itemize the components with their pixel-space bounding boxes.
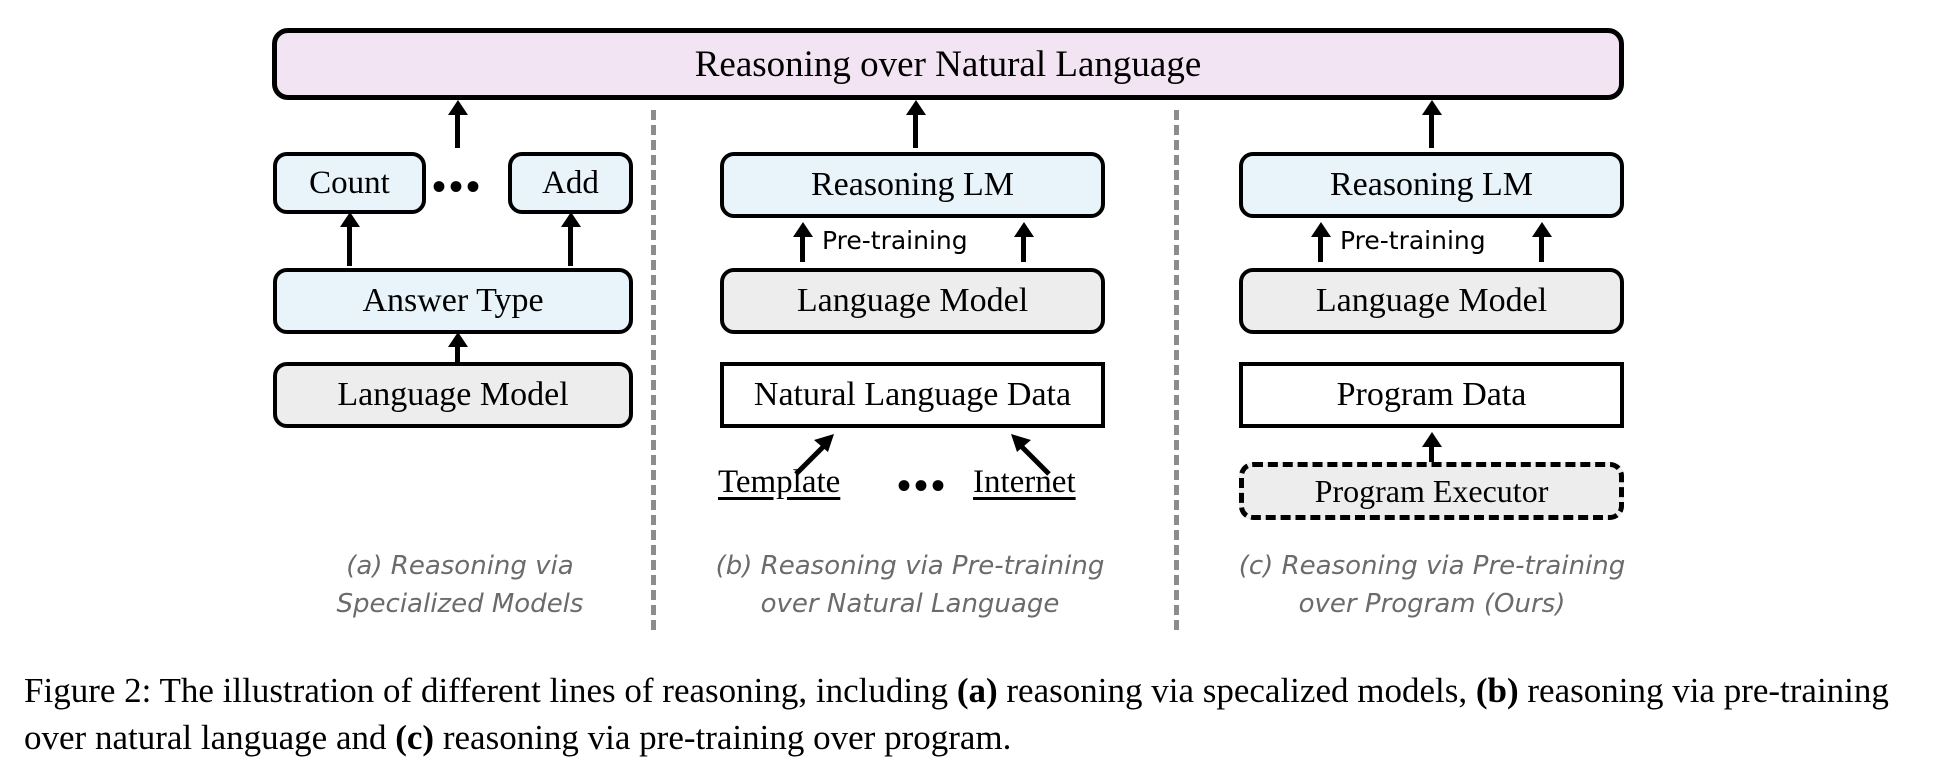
- column-caption-b-line2: over Natural Language: [760, 588, 1060, 619]
- figure-caption-part2: reasoning via specalized models,: [997, 671, 1476, 710]
- arrow-pretraining-right-c-head: [1532, 222, 1552, 237]
- figure-caption-marker-c: (c): [395, 717, 435, 757]
- arrow-answertype-to-add-head: [561, 212, 581, 227]
- arrow-answertype-to-count-shaft: [347, 222, 352, 266]
- source-label-internet: Internet: [973, 464, 1076, 500]
- arrow-pretraining-left-b-shaft: [800, 232, 805, 262]
- arrow-executor-to-data-shaft: [1429, 442, 1434, 472]
- source-label-template: Template: [718, 464, 841, 500]
- box-language-model-a: Language Model: [273, 362, 633, 428]
- banner-reasoning-over-natural-language: Reasoning over Natural Language: [272, 28, 1624, 100]
- figure-caption-prefix: Figure 2:: [24, 671, 152, 710]
- arrow-answertype-to-add-shaft: [568, 222, 573, 266]
- box-add: Add: [508, 152, 633, 214]
- box-reasoning-lm-c: Reasoning LM: [1239, 152, 1624, 218]
- figure-caption-marker-a: (a): [956, 671, 998, 710]
- figure-caption-part4: reasoning via pre-training over program.: [434, 717, 1012, 757]
- column-caption-a: (a) Reasoning via Specialized Models: [300, 548, 620, 623]
- ellipsis-b: •••: [897, 463, 949, 508]
- arrow-b-to-banner-shaft: [913, 110, 918, 148]
- figure-caption-part3: reasoning via pre-training over natural …: [24, 671, 1889, 757]
- arrow-b-to-banner-head: [906, 100, 926, 115]
- arrow-answertype-to-count-head: [340, 212, 360, 227]
- arrow-template-to-data: [790, 432, 840, 483]
- column-caption-a-line2: Specialized Models: [336, 588, 584, 619]
- column-caption-a-line1: (a) Reasoning via: [346, 551, 574, 581]
- box-language-model-b: Language Model: [720, 268, 1105, 334]
- arrow-c-to-banner-head: [1422, 100, 1442, 115]
- box-language-model-c: Language Model: [1239, 268, 1624, 334]
- figure-caption-part1: The illustration of different lines of r…: [151, 671, 957, 710]
- box-program-data: Program Data: [1239, 362, 1624, 428]
- arrow-pretraining-left-c-shaft: [1318, 232, 1323, 262]
- figure-caption-marker-b: (b): [1475, 671, 1519, 710]
- arrow-pretraining-left-c-head: [1311, 222, 1331, 237]
- column-caption-c-line2: over Program (Ours): [1298, 588, 1566, 619]
- arrow-internet-to-data: [1005, 432, 1055, 483]
- box-program-executor: Program Executor: [1239, 462, 1624, 520]
- arrow-a-to-banner-shaft: [455, 110, 460, 148]
- column-separator-ab: [651, 110, 656, 630]
- arrow-pretraining-right-b-shaft: [1021, 232, 1026, 262]
- arrow-c-to-banner-shaft: [1429, 110, 1434, 148]
- edge-label-pretraining-b: Pre-training: [822, 226, 968, 255]
- arrow-lm-to-answertype-shaft: [455, 342, 460, 370]
- column-caption-c: (c) Reasoning via Pre-training over Prog…: [1202, 548, 1662, 623]
- box-count: Count: [273, 152, 426, 214]
- box-natural-language-data: Natural Language Data: [720, 362, 1105, 428]
- arrow-executor-to-data-head: [1422, 432, 1442, 447]
- column-caption-b: (b) Reasoning via Pre-training over Natu…: [680, 548, 1140, 623]
- column-separator-bc: [1174, 110, 1179, 630]
- arrow-pretraining-left-b-head: [793, 222, 813, 237]
- column-caption-c-line1: (c) Reasoning via Pre-training: [1238, 551, 1626, 581]
- figure-caption: Figure 2: The illustration of different …: [24, 668, 1916, 762]
- box-reasoning-lm-b: Reasoning LM: [720, 152, 1105, 218]
- arrow-a-to-banner-head: [448, 100, 468, 115]
- edge-label-pretraining-c: Pre-training: [1340, 226, 1486, 255]
- box-answer-type: Answer Type: [273, 268, 633, 334]
- ellipsis-a: •••: [432, 164, 484, 209]
- column-caption-b-line1: (b) Reasoning via Pre-training: [715, 551, 1105, 581]
- arrow-lm-to-answertype-head: [448, 332, 468, 347]
- arrow-pretraining-right-c-shaft: [1539, 232, 1544, 262]
- arrow-pretraining-right-b-head: [1014, 222, 1034, 237]
